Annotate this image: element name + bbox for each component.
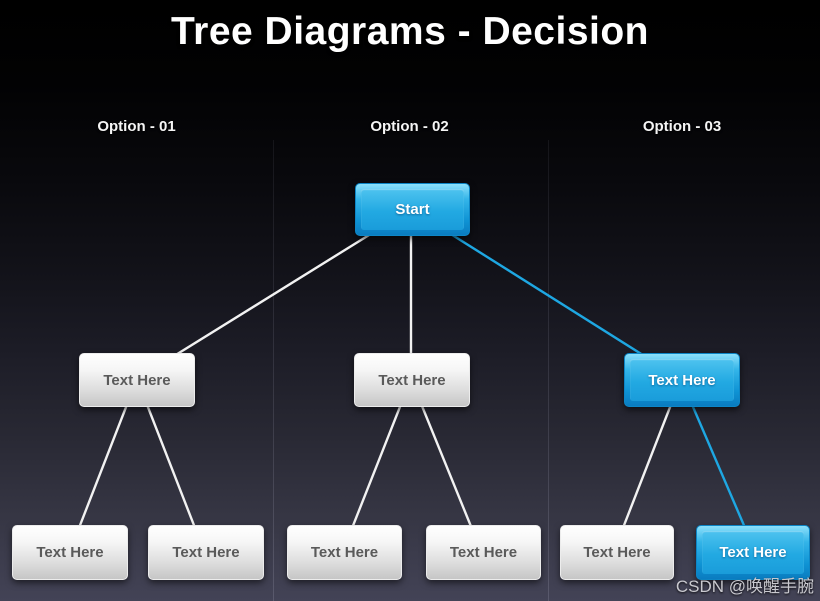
node-bottom-6: Text Here [696,525,810,580]
edge-middle-1-to-bottom-1 [68,377,139,553]
node-bevel [630,359,734,401]
edge-middle-1-to-bottom-2 [135,377,206,553]
column-header-option-03: Option - 03 [642,118,722,135]
edge-middle-2-to-bottom-3 [341,377,413,553]
node-label: Text Here [583,544,651,561]
node-bevel [361,189,464,230]
node-bottom-2: Text Here [148,525,264,580]
node-bevel [702,531,804,574]
node-label: Start [395,201,430,218]
node-start: Start [355,183,470,236]
slide-title: Tree Diagrams - Decision [170,10,650,53]
node-middle-1: Text Here [79,353,195,407]
watermark: CSDN @唤醒手腕 [675,577,814,596]
node-label: Text Here [36,544,104,561]
column-divider-1 [273,140,274,601]
column-divider-2 [548,140,549,601]
node-middle-3: Text Here [624,353,740,407]
node-bottom-3: Text Here [287,525,402,580]
node-label: Text Here [310,544,379,561]
node-bottom-5: Text Here [560,525,674,580]
edge-middle-3-to-bottom-5 [612,377,683,553]
column-headers: Option - 01 Option - 02 Option - 03 [0,118,820,140]
edge-start-to-middle-3-highlight [409,207,683,381]
edge-start-to-middle-1 [135,207,413,381]
node-label: Text Here [378,371,446,389]
node-bottom-4: Text Here [426,525,541,580]
column-header-option-01: Option - 01 [97,118,176,135]
node-label: Text Here [449,544,518,561]
node-bottom-1: Text Here [12,525,128,580]
column-header-option-02: Option - 02 [370,118,449,135]
node-label: Text Here [648,371,716,389]
edge-middle-2-to-bottom-4 [409,377,483,553]
node-middle-2: Text Here [354,353,470,407]
node-label: Text Here [172,544,240,561]
node-label: Text Here [719,544,787,561]
edge-middle-3-to-bottom-6-highlight [679,377,757,553]
node-label: Text Here [103,371,171,389]
